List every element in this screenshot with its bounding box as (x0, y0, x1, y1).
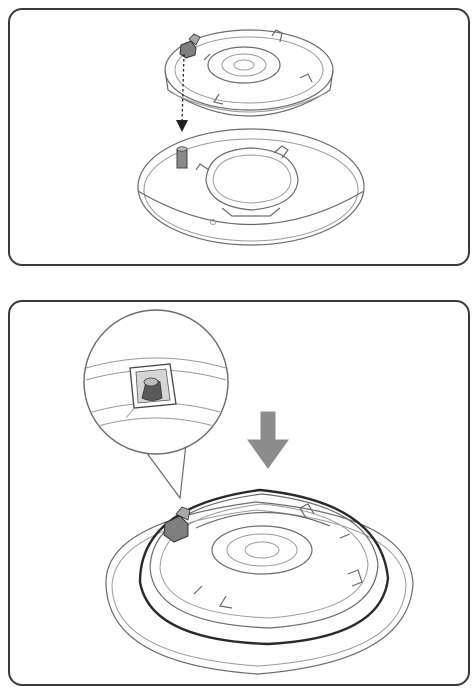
connector-pin (177, 147, 187, 168)
step-1-illustration (10, 10, 470, 266)
step-2-illustration (10, 302, 470, 686)
step-2-panel (8, 300, 470, 686)
base-plate (138, 129, 364, 245)
down-arrow-icon (176, 54, 188, 132)
cover-unit (165, 30, 333, 116)
magnifier-callout (84, 310, 228, 498)
step-1-panel (8, 8, 470, 266)
base-plate (106, 502, 413, 674)
down-arrow-icon (248, 412, 288, 468)
